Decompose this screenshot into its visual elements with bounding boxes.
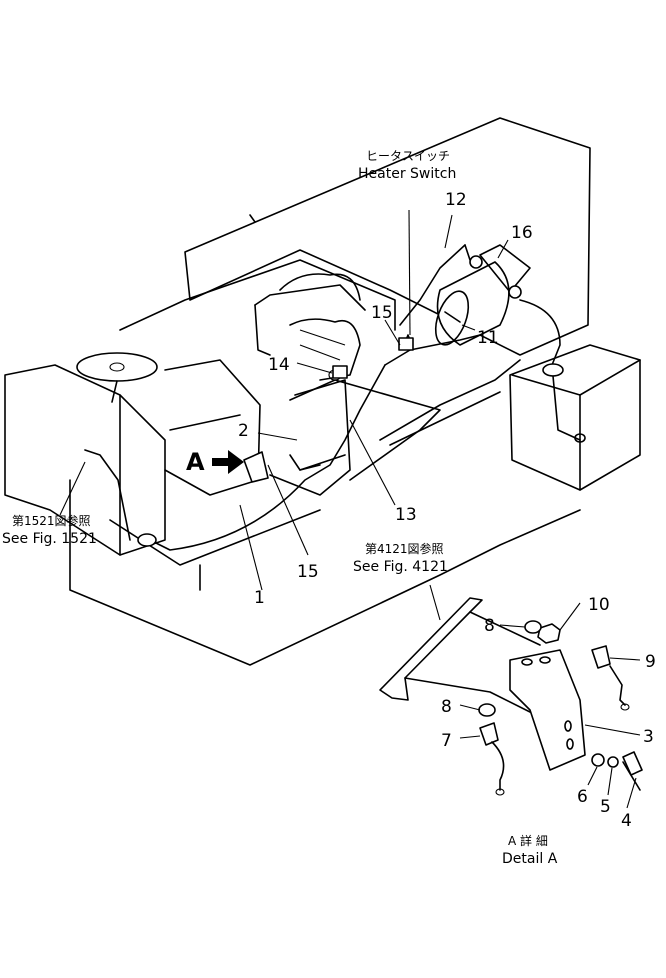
wiring-harness xyxy=(84,244,586,551)
heater-unit xyxy=(254,273,366,381)
part-number-9: 9 xyxy=(645,652,656,672)
see-fig-1521-jp-label: 第1521図参照 xyxy=(12,513,91,528)
part-number-3: 3 xyxy=(643,727,654,747)
part-number-8-upper: 8 xyxy=(484,616,495,636)
steering-wheel xyxy=(76,352,158,403)
detail-a-en-label: Detail A xyxy=(502,851,558,867)
part-number-4: 4 xyxy=(621,811,632,831)
view-a-label: A xyxy=(186,448,205,476)
part-number-15-lower: 15 xyxy=(297,562,319,582)
part-number-labels: 1 2 3 4 5 6 7 8 8 9 10 11 12 13 14 15 15… xyxy=(238,190,656,831)
part-number-7: 7 xyxy=(441,731,452,751)
part-number-12: 12 xyxy=(445,190,467,210)
part-number-16: 16 xyxy=(511,223,533,243)
machine-body xyxy=(4,117,641,666)
part-number-2: 2 xyxy=(238,421,249,441)
part-number-8-lower: 8 xyxy=(441,697,452,717)
detail-a-assembly xyxy=(379,597,643,796)
heater-switch-en-label: Heater Switch xyxy=(358,166,456,182)
part-number-5: 5 xyxy=(600,797,611,817)
see-fig-4121-en-label: See Fig. 4121 xyxy=(353,559,448,575)
view-a-marker: A xyxy=(186,448,269,483)
heater-switch-jp-label: ヒータスイッチ xyxy=(366,149,450,163)
see-fig-4121-jp-label: 第4121図参照 xyxy=(365,541,444,556)
callout-text: ヒータスイッチ Heater Switch 第1521図参照 See Fig. … xyxy=(2,149,558,867)
part-number-13: 13 xyxy=(395,505,417,525)
leader-lines xyxy=(59,209,641,809)
part-number-11: 11 xyxy=(477,328,499,348)
part-number-10: 10 xyxy=(588,595,610,615)
part-number-14: 14 xyxy=(268,355,290,375)
see-fig-1521-en-label: See Fig. 1521 xyxy=(2,531,97,547)
part-number-1: 1 xyxy=(254,588,265,608)
detail-a-jp-label: A 詳 細 xyxy=(508,833,548,848)
bracket-16 xyxy=(469,244,531,299)
part-number-15-upper: 15 xyxy=(371,303,393,323)
part-number-6: 6 xyxy=(577,787,588,807)
